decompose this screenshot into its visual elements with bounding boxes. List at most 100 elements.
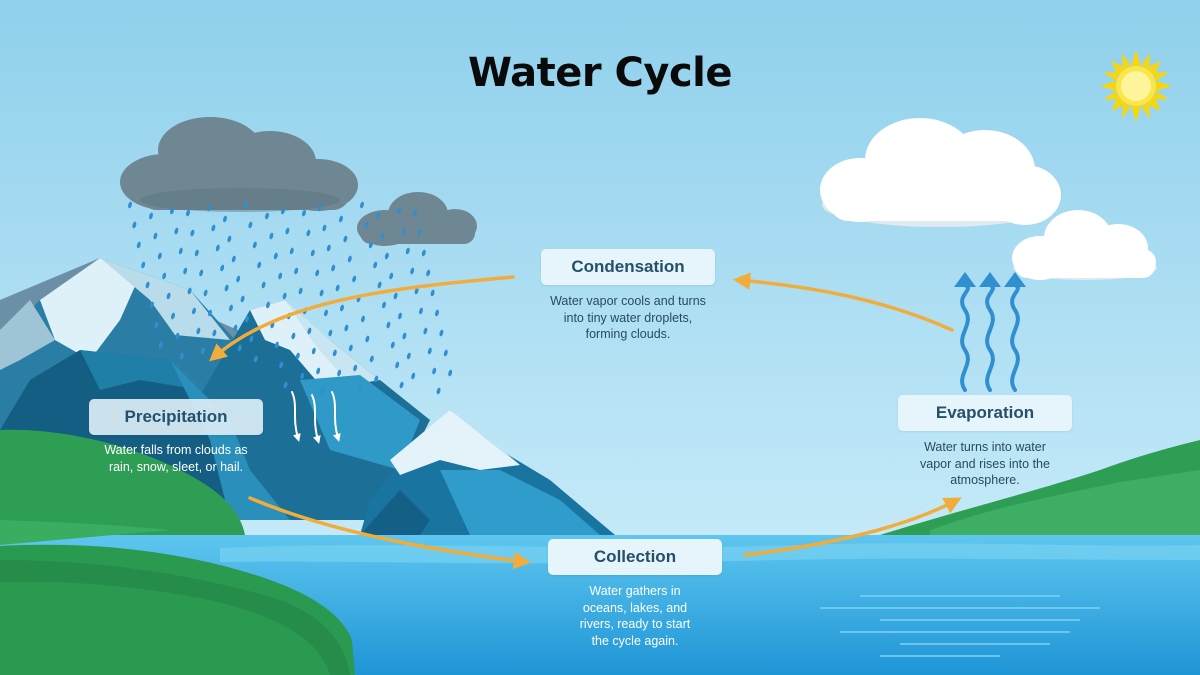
white-cloud-icon	[820, 118, 1061, 227]
raindrop-icon	[369, 355, 374, 363]
storm-cloud-icon	[120, 117, 358, 211]
raindrop-icon	[439, 329, 444, 337]
raindrop-icon	[405, 247, 410, 255]
raindrop-icon	[373, 261, 378, 269]
raindrop-icon	[436, 387, 441, 395]
cycle-arrow-collection-to-evaporation	[743, 497, 962, 557]
raindrop-icon	[231, 255, 236, 263]
raindrop-icon	[236, 275, 241, 283]
raindrop-icon	[335, 284, 340, 292]
raindrop-icon	[443, 349, 448, 357]
raindrop-icon	[340, 304, 344, 312]
raindrop-icon	[282, 292, 287, 300]
raindrop-icon	[361, 315, 365, 323]
raindrop-icon	[186, 209, 190, 217]
page-title: Water Cycle	[467, 50, 733, 96]
raindrop-icon	[253, 355, 258, 363]
raindrop-icon	[269, 232, 274, 240]
raindrop-icon	[307, 327, 312, 335]
raindrop-icon	[145, 281, 150, 289]
raindrop-icon	[419, 307, 423, 315]
raindrop-icon	[347, 255, 352, 263]
raindrop-icon	[285, 227, 290, 235]
raindrop-icon	[179, 352, 184, 360]
raindrop-icon	[252, 241, 257, 249]
grass-hill-left	[0, 429, 245, 535]
storm-cloud-small-icon	[357, 192, 477, 246]
raindrop-icon	[240, 295, 245, 303]
raindrop-icon	[386, 321, 391, 329]
raindrop-icon	[395, 361, 400, 369]
raindrop-icon	[328, 329, 333, 337]
raindrop-icon	[227, 235, 232, 243]
raindrop-icon	[332, 349, 337, 357]
raindrop-icon	[245, 315, 249, 323]
raindrop-icon	[295, 352, 300, 360]
raindrop-icon	[352, 275, 357, 283]
raindrop-icon	[178, 247, 183, 255]
raindrop-icon	[136, 241, 141, 249]
raindrop-icon	[414, 287, 419, 295]
cycle-arrow-precipitation-to-collection	[248, 496, 532, 570]
raindrop-icon	[281, 207, 285, 215]
raindrop-icon	[326, 244, 331, 252]
raindrop-icon	[233, 324, 238, 332]
raindrop-icon	[348, 344, 353, 352]
raindrop-icon	[174, 227, 179, 235]
raindrop-icon	[157, 252, 162, 260]
raindrop-icon	[310, 249, 315, 257]
collection-description: Water gathers in oceans, lakes, and rive…	[579, 584, 691, 648]
raindrop-icon	[199, 269, 204, 277]
raindrop-icon	[413, 209, 417, 217]
raindrop-icon	[421, 249, 426, 257]
raindrop-icon	[194, 249, 199, 257]
raindrop-icon	[365, 335, 370, 343]
raindrop-icon	[315, 269, 320, 277]
evaporation-label: Evaporation	[898, 395, 1072, 431]
raindrop-icon	[426, 269, 431, 277]
raindrop-icon	[411, 372, 416, 380]
raindrop-icon	[339, 215, 343, 223]
condensation-description: Water vapor cools and turns into tiny wa…	[550, 294, 706, 341]
raindrop-icon	[266, 301, 270, 309]
raindrop-icon	[322, 224, 327, 232]
raindrop-icon	[223, 215, 227, 223]
raindrop-icon	[344, 324, 349, 332]
raindrop-icon	[294, 267, 299, 275]
raindrop-icon	[384, 252, 389, 260]
raindrop-icon	[311, 347, 316, 355]
raindrop-icon	[154, 321, 159, 329]
raindrop-icon	[377, 281, 382, 289]
raindrop-icon	[393, 292, 398, 300]
raindrop-icon	[196, 327, 201, 335]
vapor-arrow-icon	[960, 283, 1020, 392]
raindrop-icon	[432, 367, 437, 375]
raindrop-icon	[150, 301, 154, 309]
raindrop-icon	[306, 229, 311, 237]
raindrop-icon	[215, 244, 220, 252]
raindrop-icon	[343, 235, 348, 243]
precipitation-description: Water falls from clouds as rain, snow, s…	[104, 443, 248, 474]
water-ripples	[820, 595, 1100, 657]
raindrop-icon	[229, 304, 233, 312]
raindrop-icon	[190, 229, 195, 237]
raindrop-icon	[278, 272, 283, 280]
raindrop-icon	[141, 261, 146, 269]
snowmelt-arrows	[291, 391, 341, 444]
raindrop-icon	[382, 301, 386, 309]
raindrop-icon	[153, 232, 158, 240]
raindrop-icon	[211, 224, 216, 232]
raindrop-icon	[337, 369, 342, 377]
raindrop-icon	[410, 267, 415, 275]
sun-icon	[1100, 50, 1172, 122]
raindrop-icon	[149, 212, 153, 220]
cycle-arrows	[209, 272, 962, 570]
raindrop-icon	[261, 281, 266, 289]
raindrop-icon	[399, 381, 404, 389]
raindrop-icon	[207, 204, 211, 212]
raindrop-icon	[320, 387, 325, 395]
precipitation-label: Precipitation	[89, 399, 263, 435]
raindrop-icon	[237, 344, 242, 352]
raindrop-icon	[353, 364, 358, 372]
raindrop-icon	[132, 221, 137, 229]
